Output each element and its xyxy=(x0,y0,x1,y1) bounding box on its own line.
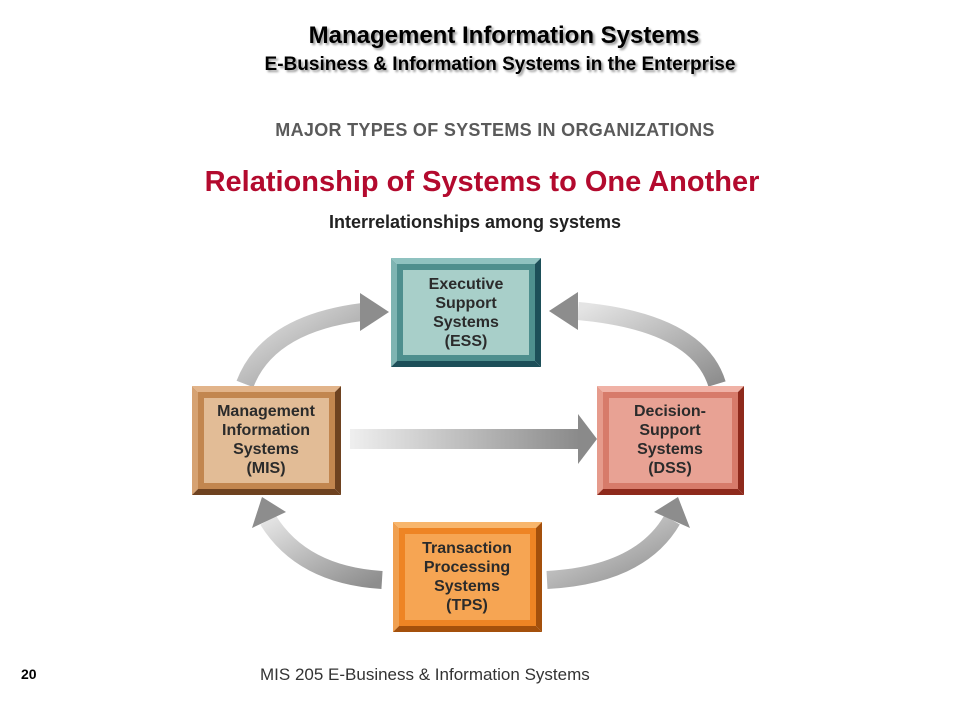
footer-course-name: MIS 205 E-Business & Information Systems xyxy=(260,665,590,684)
node-dss-line-1: Decision- xyxy=(634,403,706,420)
slide-title: Relationship of Systems to One Another xyxy=(204,166,760,198)
diagram-caption: Interrelationships among systems xyxy=(328,212,622,232)
node-dss-line-4: (DSS) xyxy=(648,460,692,477)
section-heading: MAJOR TYPES OF SYSTEMS IN ORGANIZATIONS xyxy=(275,120,715,140)
arrow-mis-to-ess xyxy=(236,293,389,388)
node-ess-line-1: Executive xyxy=(429,276,504,293)
header-subtitle: E-Business & Information Systems in the … xyxy=(264,54,736,75)
node-dss: Decision- Support Systems (DSS) xyxy=(597,386,744,495)
arrow-dss-to-ess xyxy=(549,292,726,388)
node-mis-line-4: (MIS) xyxy=(246,460,285,477)
node-mis-line-2: Information xyxy=(222,422,310,439)
node-ess-line-3: Systems xyxy=(433,314,499,331)
node-mis-line-3: Systems xyxy=(233,441,299,458)
node-tps-line-2: Processing xyxy=(424,559,510,576)
arrow-mis-to-dss xyxy=(350,414,597,464)
arrow-tps-to-dss xyxy=(546,497,690,589)
slide-number: 20 xyxy=(21,666,37,682)
node-tps: Transaction Processing Systems (TPS) xyxy=(393,522,542,632)
node-mis: Management Information Systems (MIS) xyxy=(192,386,341,495)
node-ess-line-2: Support xyxy=(435,295,497,312)
node-tps-line-3: Systems xyxy=(434,578,500,595)
node-tps-line-1: Transaction xyxy=(422,540,512,557)
node-dss-line-3: Systems xyxy=(637,441,703,458)
node-dss-line-2: Support xyxy=(639,422,701,439)
node-tps-line-4: (TPS) xyxy=(446,597,488,614)
arrow-tps-to-mis xyxy=(252,497,383,589)
node-ess-line-4: (ESS) xyxy=(445,333,488,350)
header-title: Management Information Systems xyxy=(308,22,700,49)
node-mis-line-1: Management xyxy=(217,403,315,420)
node-ess: Executive Support Systems (ESS) xyxy=(391,258,541,367)
